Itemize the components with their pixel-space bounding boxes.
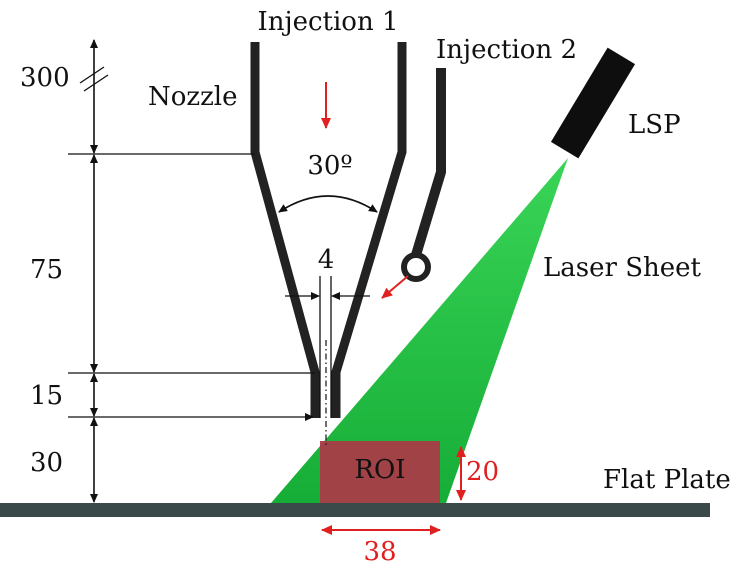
dim-15-label: 15 <box>30 381 63 411</box>
lsp-label: LSP <box>628 110 681 140</box>
lsp-device <box>550 47 636 159</box>
injection2-tube <box>411 68 446 257</box>
dim-30-label: 30 <box>30 448 63 478</box>
laser-sheet-label: Laser Sheet <box>543 253 702 283</box>
injection2-flow-arrow <box>381 275 409 299</box>
laser-sheet <box>271 158 568 503</box>
injection2-label: Injection 2 <box>436 35 577 65</box>
flat-plate <box>0 503 710 517</box>
roi-label: ROI <box>354 455 405 485</box>
injection1-label: Injection 1 <box>258 7 399 37</box>
nozzle-left-wall <box>250 42 320 418</box>
nozzle-right-wall <box>331 42 407 418</box>
dim-break-mark-1 <box>79 66 105 84</box>
cone-angle-arc <box>278 195 378 213</box>
roi-box <box>320 441 440 503</box>
injection2-outlet <box>401 252 431 282</box>
flat-plate-label: Flat Plate <box>603 465 731 495</box>
roi-width-label: 38 <box>363 537 396 565</box>
dim-break-mark-2 <box>83 74 109 92</box>
cone-angle-label: 30º <box>307 151 352 181</box>
roi-height-label: 20 <box>466 457 499 487</box>
nozzle-label: Nozzle <box>148 82 238 112</box>
dim-300-label: 300 <box>20 63 70 93</box>
dim-75-label: 75 <box>30 255 63 285</box>
gap-label: 4 <box>318 245 335 275</box>
